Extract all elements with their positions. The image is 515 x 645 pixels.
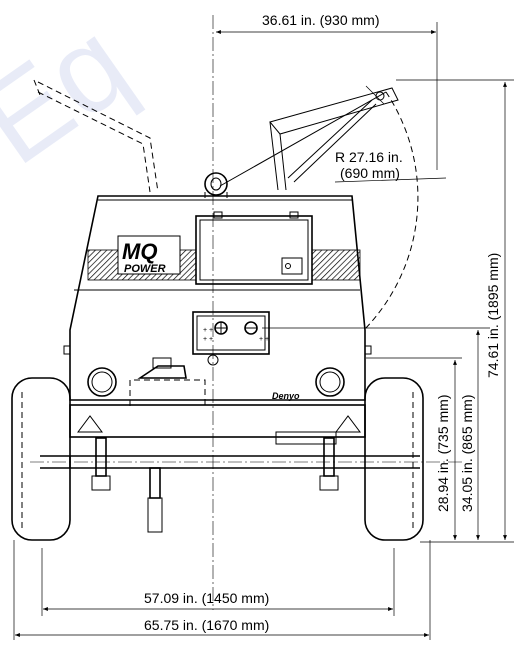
lifting-eye	[204, 172, 228, 198]
dim-overall-width-label: 65.75 in. (1670 mm)	[144, 617, 269, 633]
canopy-body: + + + + + +	[63, 195, 372, 406]
dim-track-width-label: 57.09 in. (1450 mm)	[144, 590, 269, 606]
swing-radius	[219, 91, 447, 331]
dim-radius-line1: R 27.16 in.	[335, 149, 403, 165]
dim-height-mid-label: 34.05 in. (865 mm)	[459, 395, 475, 513]
svg-text:+ +: + +	[259, 336, 269, 343]
dim-height-low-label: 28.94 in. (735 mm)	[435, 395, 451, 513]
logo-mq-text: MQ	[122, 239, 157, 264]
dim-top-width	[216, 22, 438, 170]
right-lift-arm	[269, 85, 399, 191]
right-wheel	[364, 377, 424, 541]
dim-overall-height-label: 74.61 in. (1895 mm)	[485, 253, 501, 378]
svg-text:+ +: + +	[203, 327, 213, 334]
dim-horizontals	[13, 540, 431, 640]
left-lift-arm	[33, 79, 159, 193]
dim-verticals	[262, 79, 514, 543]
svg-text:+ +: + +	[203, 336, 213, 343]
dim-top-width-label: 36.61 in. (930 mm)	[262, 12, 380, 28]
brand-label: Denyo	[272, 391, 300, 401]
logo-power-text: POWER	[124, 263, 166, 275]
left-wheel	[11, 377, 71, 541]
mq-power-logo: MQ POWER	[117, 235, 181, 275]
chassis-frame	[40, 404, 420, 533]
dim-radius-line2: (690 mm)	[340, 165, 400, 181]
watermark-text: Eq	[0, 0, 153, 190]
